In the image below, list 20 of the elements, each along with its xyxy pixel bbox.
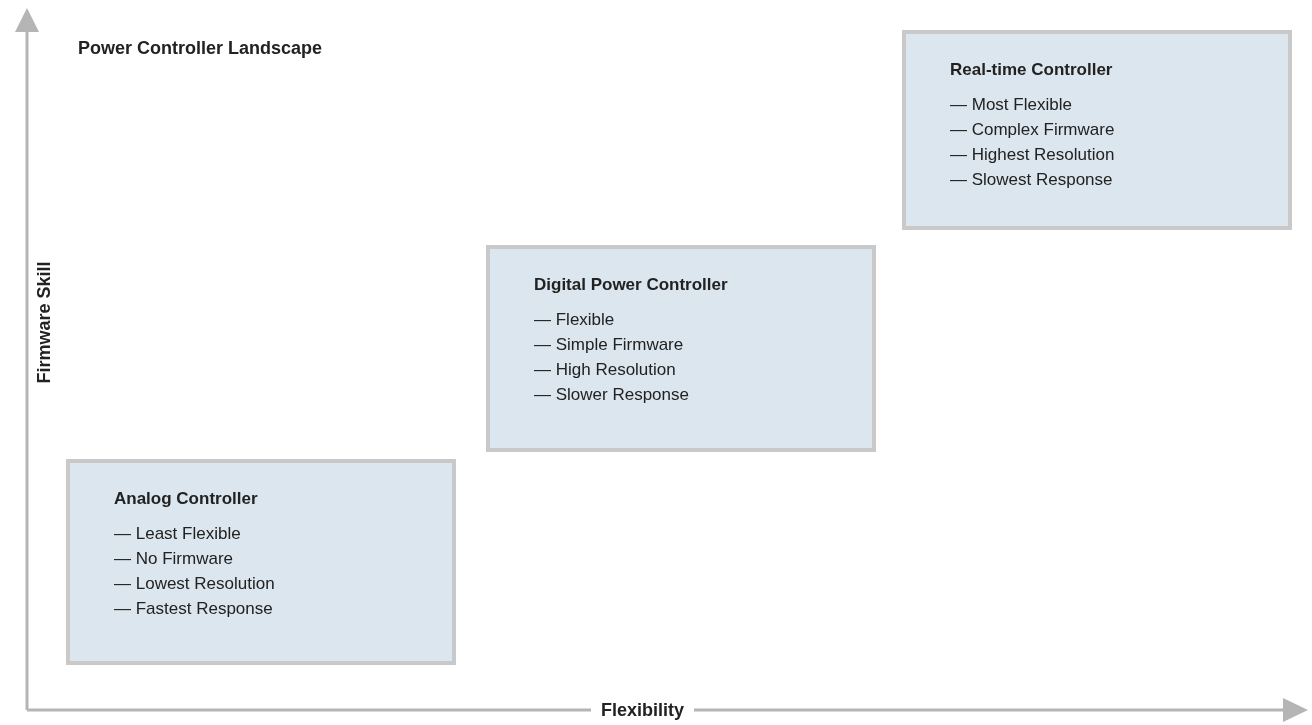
feature-item: — Flexible xyxy=(534,309,615,331)
feature-item: — Complex Firmware xyxy=(950,119,1115,141)
box-heading: Digital Power Controller xyxy=(534,275,728,295)
category-box xyxy=(66,459,456,665)
feature-item: — Slower Response xyxy=(534,384,689,406)
feature-item: — Most Flexible xyxy=(950,94,1072,116)
feature-item: — Lowest Resolution xyxy=(114,573,275,595)
box-heading: Real-time Controller xyxy=(950,60,1113,80)
category-box xyxy=(902,30,1292,230)
feature-item: — No Firmware xyxy=(114,548,233,570)
feature-item: — High Resolution xyxy=(534,359,676,381)
axis-label: Flexibility xyxy=(591,700,695,721)
feature-item: — Fastest Response xyxy=(114,598,273,620)
feature-item: — Slowest Response xyxy=(950,169,1113,191)
box-heading: Analog Controller xyxy=(114,489,258,509)
feature-item: — Simple Firmware xyxy=(534,334,684,356)
feature-item: — Least Flexible xyxy=(114,523,241,545)
feature-item: — Highest Resolution xyxy=(950,144,1115,166)
diagram-title: Power Controller Landscape xyxy=(78,38,323,59)
category-box xyxy=(486,245,876,452)
